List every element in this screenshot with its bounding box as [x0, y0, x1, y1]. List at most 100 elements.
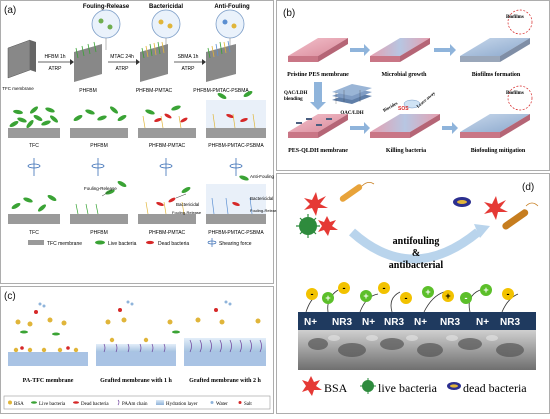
- panel-c-legend: BSA Live bacteria Dead bacteria PAAm cha…: [3, 395, 271, 410]
- magnifier-fouling-release: [91, 9, 121, 50]
- tfc-membrane-icon: [7, 39, 36, 79]
- membrane-label-tfc: TFC membrane: [2, 86, 34, 91]
- surface-group-3: NR3: [384, 317, 404, 328]
- membrane-label-phfbm-pmtac: PHFBM-PMTAC: [136, 88, 173, 94]
- legend-c-live: Live bacteria: [39, 402, 66, 407]
- panel-d-legend: BSA live bacteria dead bacteria: [302, 376, 527, 396]
- mitigation-membrane: [460, 85, 533, 138]
- bsa-star-3: [484, 196, 508, 220]
- legend-shear-label: Shearing force: [219, 241, 252, 247]
- magnifier-anti-fouling: [215, 9, 245, 50]
- legend-d-dead: dead bacteria: [463, 381, 527, 395]
- surface-group-5: NR3: [440, 317, 460, 328]
- panel-c-letter: (c): [4, 291, 16, 302]
- membrane-label-phfbm: PHFBM: [79, 88, 97, 94]
- grafted-2h-membrane: [184, 338, 266, 366]
- panel-c: (c): [0, 286, 274, 414]
- annotation-bactericidal-2: Bactericidal: [250, 196, 273, 201]
- row2-fouled-membranes: [8, 90, 266, 138]
- rotation-icons: [27, 158, 243, 176]
- label-grafted-1h: Grafted membrane with 1 h: [100, 378, 172, 384]
- panel-b: (b) Biofilms Pristine PES membrane Micro…: [276, 0, 550, 171]
- label-sos: SOS: [398, 106, 409, 112]
- label-microbial: Microbial growth: [382, 72, 428, 78]
- blending-arrow: [310, 82, 326, 110]
- pes-qldh-membrane: [288, 114, 348, 138]
- annotation-bactericidal-1: Bactericidal: [176, 202, 199, 207]
- row3-membranes: [8, 175, 266, 224]
- phfbm-pmtac-membrane-icon: [140, 41, 168, 82]
- label-qac-ldh: QAC/LDH: [340, 111, 363, 116]
- label-mitigation: Biofouling mitigation: [471, 148, 526, 154]
- row3-label-phfbm-pmtac-psbma: PHFBM-PMTAC-PSBMA: [208, 230, 264, 236]
- charge-6: -: [405, 293, 408, 303]
- legend-c-water: Water: [216, 402, 228, 407]
- label-qldh: PES-QLDH membrane: [288, 148, 348, 154]
- charge-2: -: [343, 283, 346, 293]
- phfbm-membrane-icon: [74, 41, 102, 82]
- live-bacterium-star: [296, 214, 320, 238]
- legend-c-salt-icon: [238, 401, 242, 404]
- bsa-star-2: [318, 216, 338, 236]
- row2-label-phfbm-pmtac: PHFBM-PMTAC: [149, 143, 186, 149]
- dead-rod-bacterium: [502, 202, 539, 230]
- row3-label-phfbm-pmtac: PHFBM-PMTAC: [149, 230, 186, 236]
- label-biofilm-formation: Biofilms formation: [472, 72, 521, 78]
- stage-label-bactericidal: Bactericidal: [149, 4, 183, 10]
- charge-8: -: [465, 293, 468, 303]
- legend-c-paam-icon: [117, 399, 120, 406]
- legend-d-bsa: BSA: [324, 381, 348, 395]
- step-1-bottom: ATRP: [49, 66, 63, 72]
- biofilms-tag-2: Biofilms: [506, 91, 524, 96]
- charge-circles: - + - + - + - + - + -: [306, 282, 514, 304]
- grafted-1h-membrane: [96, 337, 176, 366]
- biofilms-tag-1: Biofilms: [506, 15, 524, 20]
- stage-label-anti-fouling: Anti-Fouling: [214, 4, 250, 10]
- legend-shear-icon: [207, 238, 217, 247]
- charge-10: -: [507, 289, 510, 299]
- phfbm-pmtac-psbma-membrane-icon: [206, 40, 236, 82]
- pristine-pes-membrane: [288, 38, 348, 62]
- panel-d: (d): [276, 173, 550, 414]
- qac-ldh-stack: [332, 84, 372, 104]
- legend-dead-icon: [146, 240, 154, 245]
- step-arrow-3: SBMA 1h ATRP: [174, 54, 206, 72]
- surface-group-7: NR3: [500, 317, 520, 328]
- annotation-anti-fouling: Anti-Fouling: [250, 174, 275, 179]
- legend-d-dead-icon: [447, 382, 461, 390]
- legend-c-hydration-icon: [156, 400, 164, 405]
- label-blending-line2: blending: [284, 97, 303, 102]
- legend-live-label: Live bacteria: [108, 241, 137, 247]
- surface-group-2: N+: [362, 317, 375, 328]
- membrane-label-phfbm-pmtac-psbma: PHFBM-PMTAC-PSBMA: [193, 88, 249, 94]
- live-rod-bacterium: [339, 182, 375, 202]
- annotation-fouling-release-1: Fouling-Release: [84, 186, 117, 191]
- legend-c-paam: PAAm chain: [122, 402, 148, 407]
- surface-group-6: N+: [476, 317, 489, 328]
- step-arrow-1: HFBM 1h ATRP: [38, 54, 74, 72]
- functional-surface-band: N+ NR3 N+ NR3 N+ NR3 N+ NR3: [298, 312, 536, 330]
- panel-b-arrows-bottom: [350, 122, 458, 134]
- row2-label-tfc: TFC: [29, 143, 39, 149]
- stage-label-fouling-release: Fouling-Release: [83, 4, 130, 10]
- legend-c-salt: Salt: [244, 402, 252, 407]
- panel-a: (a) Fouling-Release Bactericidal Anti-Fo…: [0, 0, 280, 284]
- annotation-fouling-release-3: Fouling-Release: [250, 208, 280, 213]
- deflection-arrow: [348, 224, 490, 264]
- label-antifouling: antifouling: [393, 236, 440, 247]
- charge-4: -: [383, 283, 386, 293]
- legend-c-water-icon: [210, 401, 214, 404]
- legend-tfc-swatch: [28, 240, 44, 245]
- biofilm-membrane: [460, 9, 533, 62]
- charge-5: +: [425, 287, 430, 297]
- charge-9: +: [483, 285, 488, 295]
- surface-group-4: N+: [414, 317, 427, 328]
- step-arrow-2: MTAC 24h ATRP: [108, 54, 140, 72]
- legend-d-live-icon: [360, 378, 376, 394]
- charge-0: -: [311, 289, 314, 299]
- bsa-star-1: [304, 192, 328, 216]
- magnifier-bactericidal: [151, 9, 181, 50]
- label-pristine: Pristine PES membrane: [287, 72, 349, 78]
- legend-bsa-icon: [8, 400, 12, 405]
